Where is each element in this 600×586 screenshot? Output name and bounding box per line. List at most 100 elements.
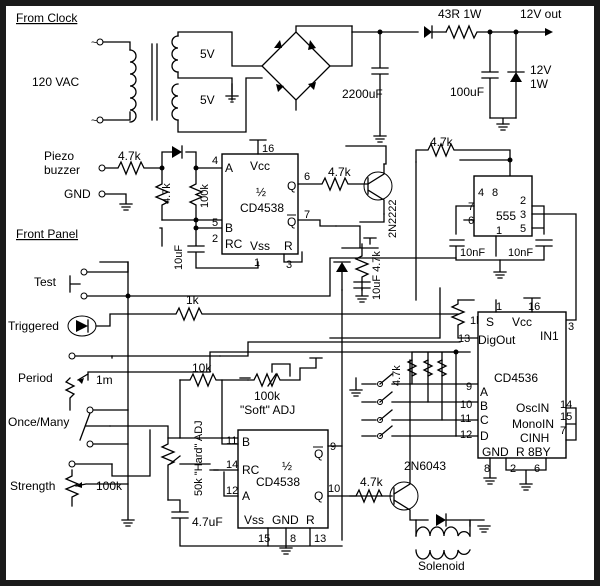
ic1-p6: 6 bbox=[304, 171, 310, 183]
ic2-p10: 10 bbox=[328, 483, 340, 495]
ic4-s: S bbox=[486, 315, 494, 329]
r-4k7-dip-label: 4.7k bbox=[391, 365, 403, 386]
ic4-c: C bbox=[480, 413, 489, 427]
r-100k-vertical: 100k bbox=[199, 184, 211, 208]
svg-text:~: ~ bbox=[91, 37, 97, 49]
ic1-q: Q bbox=[287, 179, 296, 193]
transistor-2n2222: 2N2222 bbox=[345, 145, 399, 238]
t2-label: 2N6043 bbox=[404, 459, 446, 473]
resistor-43r-label: 43R 1W bbox=[438, 7, 482, 21]
ic4-p14: 14 bbox=[560, 399, 572, 411]
soft-adj-label: "Soft" ADJ bbox=[240, 403, 295, 417]
ic3-p6: 6 bbox=[468, 215, 474, 227]
ic1-p3: 3 bbox=[286, 259, 292, 271]
dip-switch-bank: 4.7k bbox=[349, 349, 479, 439]
c-10uf-left: 10uF bbox=[173, 245, 185, 270]
ic2-q: Q bbox=[314, 489, 323, 503]
ic2-name: CD4538 bbox=[256, 475, 300, 489]
piezo-input: Piezo buzzer 4.7k GND 4.7k 100k 10uF bbox=[44, 145, 259, 270]
ic4-name: CD4536 bbox=[494, 371, 538, 385]
ic1-p2: 2 bbox=[212, 233, 218, 245]
gnd-label: GND bbox=[64, 187, 91, 201]
r-4k7-vertical: 4.7k bbox=[161, 183, 173, 204]
ic4-gnd: GND bbox=[482, 445, 509, 459]
ic1-b: B bbox=[225, 221, 233, 235]
cap-2200uf-label: 2200uF bbox=[342, 87, 383, 101]
c-10nf-2: 10nF bbox=[508, 247, 533, 259]
ic4-p16: 16 bbox=[528, 301, 540, 313]
front-panel-switches: Test Triggered Period 1m Once/Many Stren… bbox=[8, 261, 135, 527]
ic2-rc: RC bbox=[242, 463, 260, 477]
period-label: Period bbox=[18, 371, 53, 385]
ic2-cd4538: B RC A Vss GND R Q Q ½ CD4538 11 14 12 9… bbox=[209, 379, 383, 555]
ic1-a: A bbox=[225, 161, 233, 175]
pot-100k-strength-label: 100k bbox=[96, 479, 123, 493]
ic1-half: ½ bbox=[256, 185, 266, 199]
ic2-b: B bbox=[242, 435, 250, 449]
ic4-p1: 1 bbox=[496, 301, 502, 313]
ic4-vcc: Vcc bbox=[512, 315, 532, 329]
ic4-cd4536: S Vcc DigOut IN1 CD4536 A B C D OscIN Mo… bbox=[458, 297, 577, 491]
ic3-p1: 1 bbox=[496, 225, 502, 237]
ic4-p11: 11 bbox=[460, 413, 471, 425]
ic3-p8: 8 bbox=[492, 187, 498, 199]
ic4-p8: 8 bbox=[484, 463, 490, 475]
ic3-name: 555 bbox=[496, 209, 516, 223]
r-4k7-q: 4.7k bbox=[328, 165, 352, 179]
ic1-vss: Vss bbox=[250, 239, 270, 253]
triggered-label: Triggered bbox=[8, 319, 59, 333]
r-4k7-555: 4.7k bbox=[415, 135, 513, 301]
ic1-p5: 5 bbox=[212, 217, 218, 229]
ac-terminal-top bbox=[96, 38, 104, 46]
c-10uf-mid: 10uF 4.7k bbox=[371, 251, 383, 300]
ic4-cinh: CINH bbox=[520, 431, 549, 445]
t1-label: 2N2222 bbox=[387, 199, 399, 238]
cap-100uf-label: 100uF bbox=[450, 85, 484, 99]
zener-1w-label: 1W bbox=[530, 77, 549, 91]
cap-2200uf: 2200uF 43R 1W 12V out 100uF 12V 1W bbox=[342, 7, 562, 143]
ic4-p9: 9 bbox=[466, 381, 472, 393]
r-1k-label: 1k bbox=[186, 293, 200, 307]
ic3-p4: 4 bbox=[478, 187, 484, 199]
piezo-label-1: Piezo bbox=[44, 149, 74, 163]
pot-50k-hard-label: 50k "Hard" ADJ bbox=[193, 420, 205, 496]
ic2-vss: Vss bbox=[244, 513, 264, 527]
ic1-pin16: 16 bbox=[262, 143, 274, 155]
ic4-p15: 15 bbox=[560, 411, 572, 423]
ic4-d: D bbox=[480, 429, 489, 443]
bridge-rectifier bbox=[261, 25, 353, 111]
ic1-cd4538: Vcc 16 A B RC Vss R Q Q ½ CD4538 4 5 2 1… bbox=[212, 139, 369, 271]
ic3-p5: 5 bbox=[520, 223, 526, 235]
ic1-name: CD4538 bbox=[240, 201, 284, 215]
output-12v-label: 12V out bbox=[520, 7, 562, 21]
r-4k7-out-label: 4.7k bbox=[360, 475, 384, 489]
ic1-rc: RC bbox=[225, 237, 243, 251]
zener-12v-label: 12V bbox=[530, 63, 551, 77]
ic4-p13: 13 bbox=[458, 333, 470, 345]
ic1-r: R bbox=[284, 239, 293, 253]
r-4k7-555-label: 4.7k bbox=[430, 135, 454, 149]
ic2-p15: 15 bbox=[258, 533, 270, 545]
ic2-p13: 13 bbox=[314, 533, 326, 545]
ic4-p3: 3 bbox=[568, 321, 574, 333]
ic4-monoin: MonoIN bbox=[512, 417, 554, 431]
test-label: Test bbox=[34, 275, 57, 289]
heading-front-panel: Front Panel bbox=[16, 227, 78, 241]
ac-terminal-bottom bbox=[96, 116, 104, 124]
ic4-oscin: OscIN bbox=[516, 401, 549, 415]
ic1-qbar: Q bbox=[287, 215, 296, 229]
svg-text:~: ~ bbox=[91, 115, 97, 127]
output-stage: 4.7k 2N6043 Solenoid bbox=[349, 359, 491, 573]
winding-5v-top: 5V bbox=[200, 47, 215, 61]
ic2-a: A bbox=[242, 489, 250, 503]
ic2-r: R bbox=[306, 513, 315, 527]
ic4-p10: 10 bbox=[460, 399, 472, 411]
r-4k7-piezo: 4.7k bbox=[118, 149, 142, 163]
ac-input-label: 120 VAC bbox=[32, 75, 79, 89]
piezo-label-2: buzzer bbox=[44, 163, 80, 177]
ic2-p9: 9 bbox=[330, 441, 336, 453]
ic4-r: R bbox=[516, 445, 525, 459]
ic1-p7: 7 bbox=[304, 209, 310, 221]
ic4-p2: 2 bbox=[510, 463, 516, 475]
